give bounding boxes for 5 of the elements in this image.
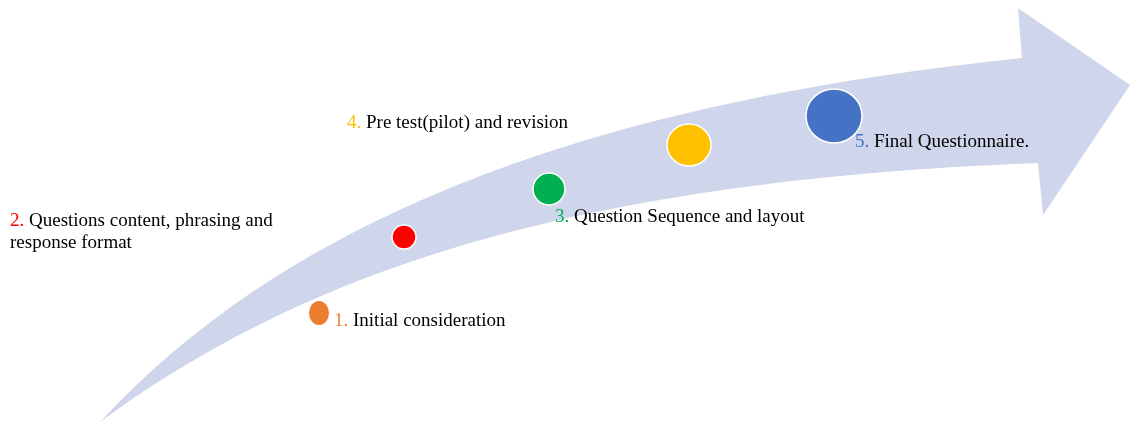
step-label: 3. Question Sequence and layout (555, 205, 806, 227)
step-label: 2. Questions content, phrasing and response format (10, 209, 274, 253)
step-label: 5. Final Questionnaire. (855, 130, 1031, 152)
step-label: 4. Pre test(pilot) and revision (347, 111, 570, 133)
step-label: 1. Initial consideration (334, 309, 507, 331)
